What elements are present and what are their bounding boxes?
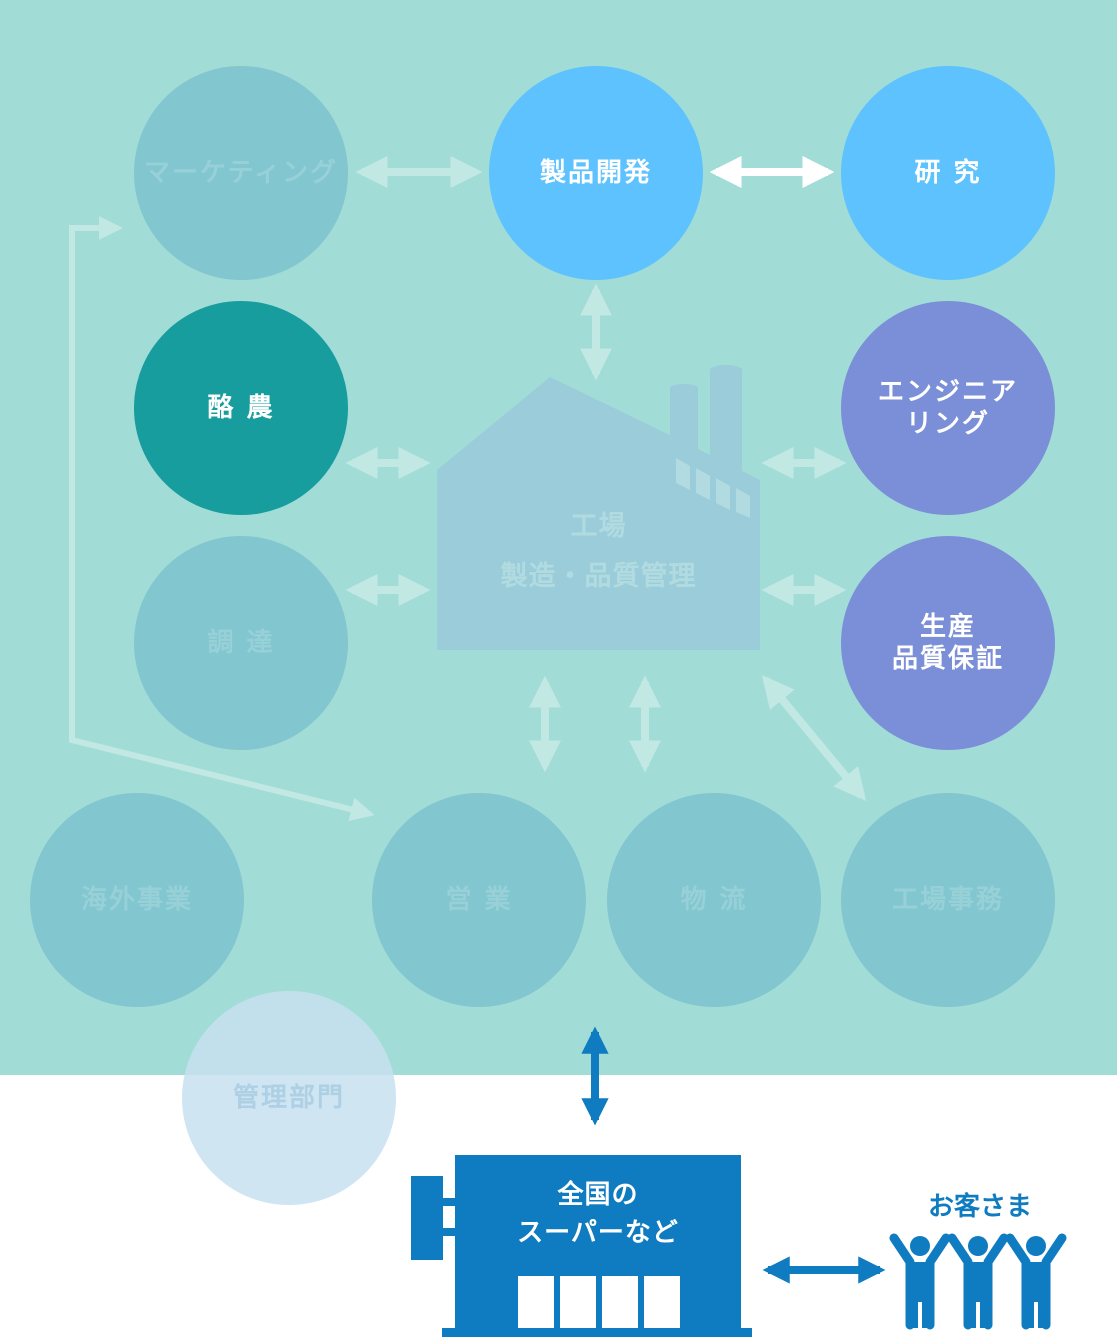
factory-silhouette [437,365,760,650]
node-product-development-label: 製品開発 [539,158,652,188]
node-engineering[interactable]: エンジニア リング [841,301,1055,515]
node-admin-label: 管理部門 [232,1083,345,1113]
factory-windows [676,458,750,518]
node-production-qa-label: 生産 品質保証 [891,612,1004,674]
node-marketing[interactable]: マーケティング [134,66,348,280]
arrow-factory-office [761,675,867,801]
store-label: 全国の スーパーなど [517,1180,679,1248]
node-sales[interactable]: 営 業 [372,793,586,1007]
node-production-qa[interactable]: 生産 品質保証 [841,536,1055,750]
node-engineering-label: エンジニア リング [877,377,1018,439]
factory-title: 工場 [570,511,627,542]
node-product-development[interactable]: 製品開発 [489,66,703,280]
store-building [411,1155,752,1337]
node-research[interactable]: 研 究 [841,66,1055,280]
arrow-route-left [69,216,375,822]
customers-label: お客さま [927,1192,1032,1222]
node-marketing-label: マーケティング [144,158,338,188]
node-factory-office[interactable]: 工場事務 [841,793,1055,1007]
node-factory-office-label: 工場事務 [891,885,1004,915]
node-research-label: 研 究 [914,158,982,188]
node-dairy-label: 酪 農 [207,393,275,423]
node-logistics-label: 物 流 [680,885,748,915]
node-overseas[interactable]: 海外事業 [30,793,244,1007]
node-procurement-label: 調 達 [207,628,275,658]
node-procurement[interactable]: 調 達 [134,536,348,750]
node-admin[interactable]: 管理部門 [182,991,396,1205]
node-dairy[interactable]: 酪 農 [134,301,348,515]
node-overseas-label: 海外事業 [80,885,193,915]
node-logistics[interactable]: 物 流 [607,793,821,1007]
factory-subtitle: 製造・品質管理 [500,561,697,592]
customers-people-icon [889,1233,1067,1330]
node-sales-label: 営 業 [445,885,513,915]
